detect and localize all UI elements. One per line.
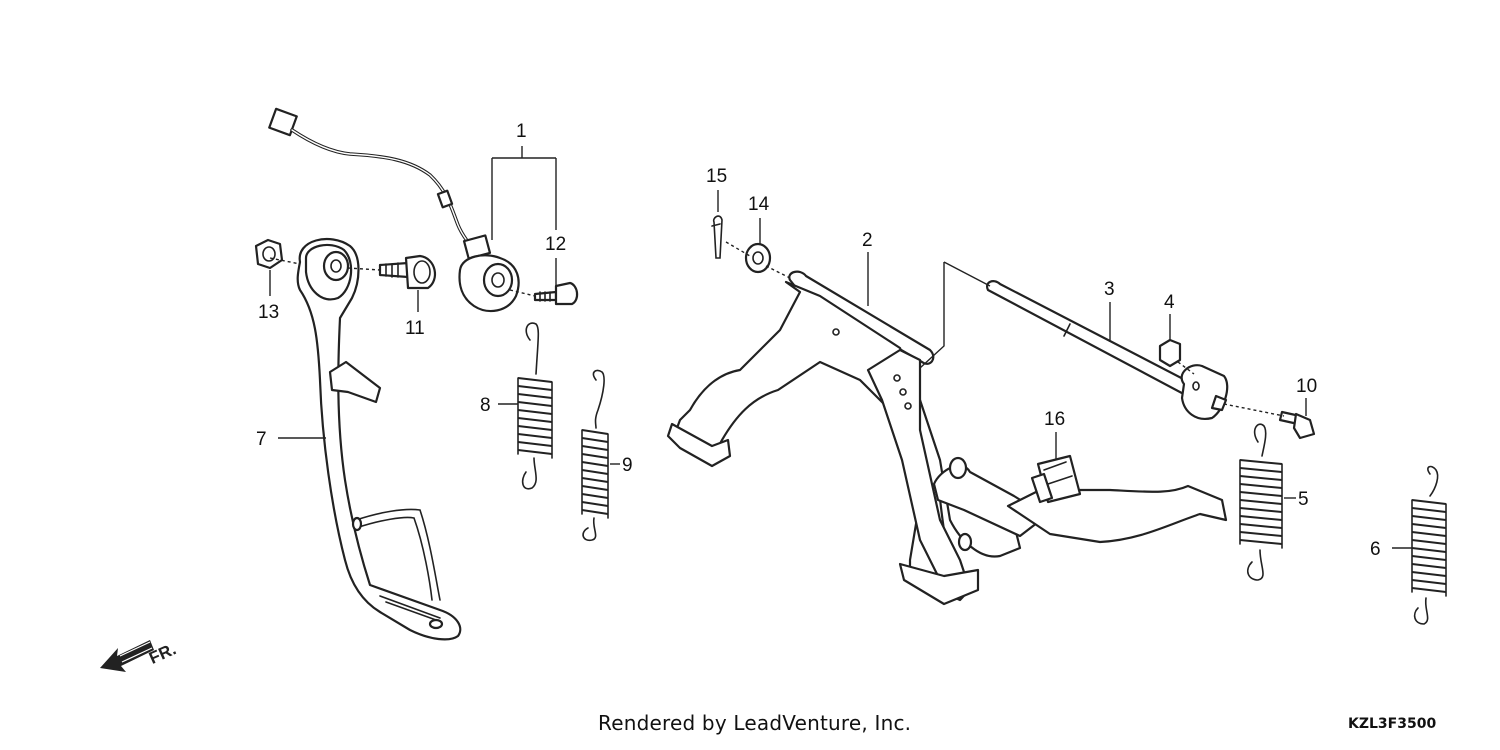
part-stand-stopper[interactable] [1030,454,1082,504]
callout-8: 8 [480,395,491,416]
callout-7: 7 [256,429,267,450]
callout-2: 2 [862,230,873,251]
front-direction-indicator: FR. [100,639,179,672]
callout-10: 10 [1296,376,1317,397]
part-side-stand[interactable] [296,238,462,641]
callout-11: 11 [405,318,425,339]
part-pivot-nut[interactable] [254,238,284,270]
part-pivot-bolt[interactable] [378,254,437,290]
part-main-stand-shaft[interactable] [986,280,1229,420]
render-credit: Rendered by LeadVenture, Inc. [598,711,912,735]
part-main-stand[interactable] [666,270,1228,606]
callout-3: 3 [1104,279,1115,300]
callout-6: 6 [1370,539,1381,560]
leader-lines [269,146,1412,549]
callout-15: 15 [706,166,727,187]
part-side-stand-spring-8[interactable] [517,322,553,490]
callout-4: 4 [1164,292,1175,313]
callout-9: 9 [622,455,633,476]
part-shaft-nut[interactable] [1158,338,1182,368]
part-main-stand-spring-5[interactable] [1239,423,1283,581]
callout-numbers: 1 12 11 13 7 8 9 15 14 2 3 4 10 16 5 6 [256,121,1381,560]
callout-14: 14 [748,194,770,215]
part-side-stand-spring-9[interactable] [581,369,609,542]
callout-16: 16 [1044,409,1065,430]
part-switch-screw[interactable] [533,281,579,306]
part-cotter-pin[interactable] [711,215,723,259]
diagram-code: KZL3F3500 [1348,716,1437,732]
part-washer[interactable] [744,242,772,274]
callout-13: 13 [258,302,279,323]
callout-1: 1 [516,121,527,142]
part-shaft-bolt[interactable] [1278,410,1316,440]
part-main-stand-spring-6[interactable] [1411,465,1447,625]
part-side-stand-switch[interactable] [268,107,520,313]
callout-5: 5 [1298,489,1309,510]
front-direction-arrow-icon [100,640,154,672]
callout-12: 12 [545,234,566,255]
